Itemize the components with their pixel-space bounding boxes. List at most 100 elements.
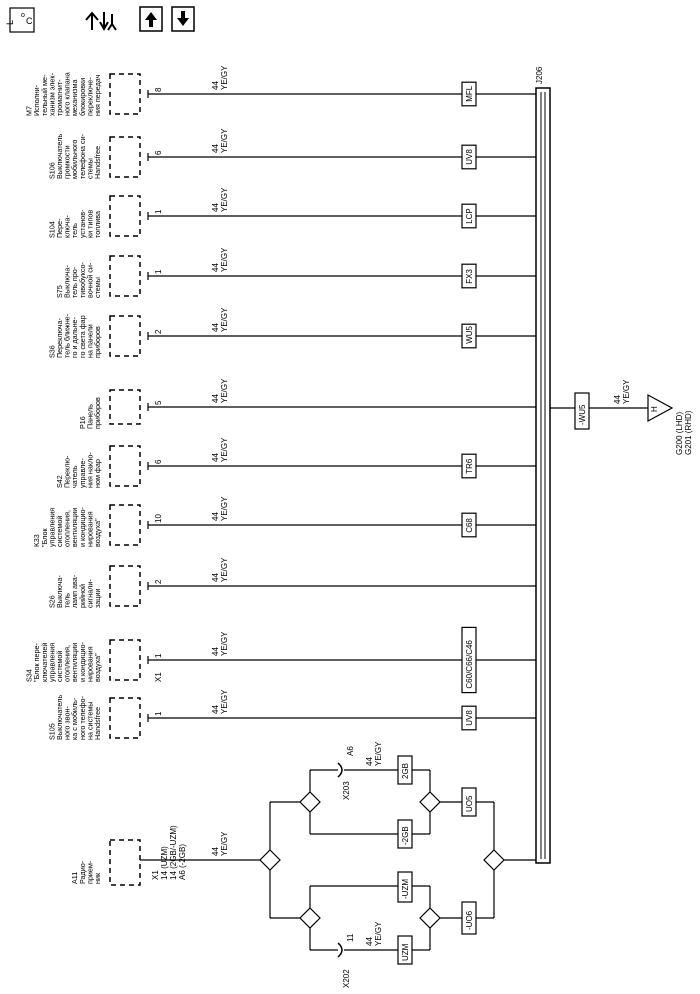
s105-label-line: Handsfree (93, 707, 102, 740)
k33-option-box (461, 512, 477, 538)
s105-label-line: ного звон- (63, 706, 72, 740)
s104-label-line: ключа- (63, 215, 72, 238)
s106-pin-number: 6 (154, 150, 163, 155)
m7-label-line: механизма (70, 79, 79, 116)
s34-connector-label: X1 (154, 672, 163, 682)
s105-label-line: ка с мобиль- (70, 697, 79, 740)
arrow-up-icon[interactable] (139, 6, 163, 32)
ground-symbol-letter: H (650, 406, 659, 412)
s34-label-line: отопления, (63, 645, 72, 682)
s34-label-line: и кондицио- (78, 641, 87, 682)
s75-label-line: тель про- (70, 266, 79, 298)
x202-connector-label: X202 (342, 969, 351, 988)
s106-option-label: UV8 (465, 149, 474, 165)
s26-connector-box (109, 565, 141, 607)
m7-label-line: блокировки (78, 78, 87, 116)
k33-label-line: и кондицио- (78, 506, 87, 547)
svg-text:L: L (5, 20, 15, 25)
s104-option-box (461, 203, 477, 229)
s106-connector-box (109, 136, 141, 178)
p16-label-line: Панель (85, 404, 94, 429)
m7-pin-number: 8 (154, 87, 163, 92)
m7-option-label: MFL (465, 85, 474, 102)
radio-wire-color: YE/GY (220, 831, 229, 856)
s106-wire-color: YE/GY (220, 128, 229, 153)
s42-label-line: чатель (70, 465, 79, 488)
p16-label-line: приборов (93, 397, 102, 429)
s42-option-box (461, 453, 477, 479)
radio-wire-number: 44 (211, 847, 220, 856)
m7-label-line: M7 (25, 106, 34, 116)
s104-wire-number: 44 (211, 203, 220, 212)
m7-label-line: тельный ме- (40, 74, 49, 116)
m7-option-box (461, 81, 477, 107)
s34-option-box (461, 626, 477, 694)
s105-wire-color: YE/GY (220, 689, 229, 714)
ground-option-box (574, 392, 590, 430)
s36-label-line: S36 (47, 345, 56, 358)
radio-label-line: прием- (85, 860, 94, 884)
s75-label-line: тивобуксо- (78, 262, 87, 298)
locator-icon[interactable]: L o C (5, 7, 35, 33)
x203-wire-number: 44 (365, 757, 374, 766)
k33-label-line: K33 (32, 534, 41, 547)
wiring-path-icon[interactable] (85, 11, 117, 32)
ground-branch: -WU5 44 YE/GY H G200 (LHD) G201 (RHD) (550, 379, 693, 455)
radio-connector (109, 839, 141, 886)
s104-pin-number: 1 (154, 209, 163, 214)
k33-option-label: C68 (465, 518, 474, 533)
s105-label-line: ного телефо- (78, 696, 87, 740)
radio-label-line: ник (93, 872, 102, 884)
p16-wire-color: YE/GY (220, 378, 229, 403)
option-box-neg-uo6 (461, 901, 477, 935)
s105-pin-number: 1 (154, 711, 163, 716)
svg-text:o: o (21, 12, 25, 19)
s36-label-line: тель ближне- (63, 313, 72, 358)
radio-section: X1 14 (UZM) 14 (2GB/-UZM) A6 (-2GB) 44 Y… (109, 741, 536, 988)
s75-wire-color: YE/GY (220, 247, 229, 272)
s34-label-line: вентиляции (70, 643, 79, 682)
s26-pin-number: 2 (154, 579, 163, 584)
x203-connector-label: X203 (342, 781, 351, 800)
s26-label-line: S26 (47, 595, 56, 608)
option-box-2gb (397, 755, 413, 785)
s34-label-line: системой (55, 651, 64, 682)
k33-wire-color: YE/GY (220, 496, 229, 521)
k33-pin-number: 10 (154, 514, 163, 523)
s36-label-line: на панели (85, 324, 94, 358)
s105-connector-box (109, 697, 141, 739)
s26-label-line: сигнали- (85, 579, 94, 608)
k33-wire-number: 44 (211, 512, 220, 521)
s26-label-line: рийной (78, 584, 87, 608)
s36-label-line: го и дальне- (70, 316, 79, 358)
arrow-down-icon[interactable] (171, 6, 195, 32)
s42-label-line: ном фар (93, 459, 102, 488)
x203-pin: A6 (346, 746, 355, 756)
s106-label-line: мобильного (70, 140, 79, 179)
s34-wire-color: YE/GY (220, 631, 229, 656)
s42-pin-number: 6 (154, 459, 163, 464)
option-box-neg-2gb (397, 819, 413, 849)
x202-wire-number: 44 (365, 937, 374, 946)
s105-option-box (461, 705, 477, 731)
option-box-uo5 (461, 787, 477, 817)
option-box-uzm (397, 935, 413, 965)
s42-label-line: Переклю- (63, 455, 72, 488)
s104-label-line: тель (70, 223, 79, 238)
s104-label-line: топлива (93, 211, 102, 238)
s75-wire-number: 44 (211, 263, 220, 272)
s104-label-line: S104 (47, 221, 56, 238)
s105-label-line: Выключатель (55, 695, 64, 740)
m7-label-line: ханизм элек- (47, 72, 56, 116)
s75-option-label: FX3 (465, 269, 474, 284)
s34-pin-number: 1 (154, 653, 163, 658)
x203-wire-color: YE/GY (374, 741, 383, 766)
k33-label-line: управления (47, 508, 56, 547)
ground-wire-number: 44 (613, 395, 622, 404)
s106-option-box (461, 144, 477, 170)
x202-pin: 11 (346, 933, 355, 942)
splice-bus-j206: J206 (535, 66, 551, 864)
k33-label-line: нирования (85, 511, 94, 547)
s42-option-label: TR6 (465, 458, 474, 474)
s105-option-label: UV8 (465, 710, 474, 726)
